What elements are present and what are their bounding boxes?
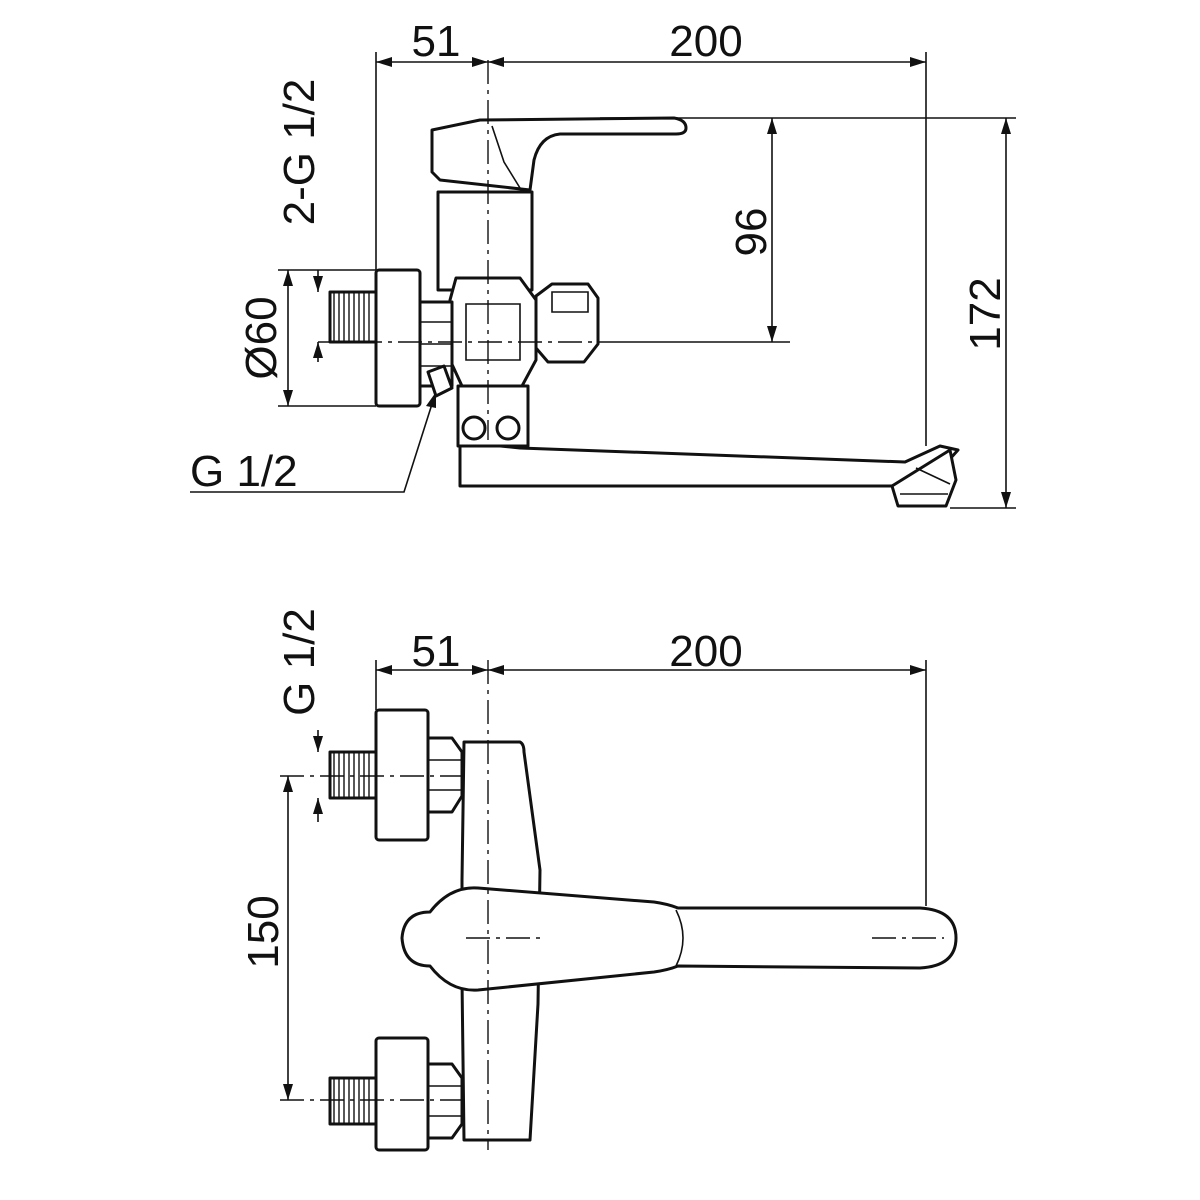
top-dim-150-label: 150 [239, 895, 288, 968]
side-body [436, 190, 534, 292]
side-thread-note: 2-G 1/2 [275, 79, 324, 362]
side-lever-handle [430, 116, 688, 192]
side-spout [458, 440, 960, 488]
top-thread-note-label: G 1/2 [275, 608, 324, 716]
top-thread-note: G 1/2 [275, 608, 324, 822]
top-dim-150: 150 [239, 776, 293, 1100]
side-hex-nut [448, 276, 538, 388]
side-dim-51-label: 51 [412, 17, 461, 66]
top-lower-flange [374, 1036, 430, 1152]
top-upper-nut [426, 736, 464, 814]
top-spout [400, 886, 958, 992]
top-lower-nut [426, 1062, 464, 1140]
side-dim-96-label: 96 [727, 208, 776, 257]
side-outlet-leader: G 1/2 [190, 392, 436, 496]
side-dim-d60: Ø60 [237, 270, 293, 406]
side-thread-note-label: 2-G 1/2 [275, 79, 324, 226]
side-dim-172: 172 [961, 118, 1011, 508]
top-dim-51-label: 51 [412, 627, 461, 676]
side-dim-96: 96 [727, 118, 777, 342]
side-hole-right [495, 415, 521, 441]
top-dim-200-label: 200 [669, 627, 742, 676]
side-dim-200-label: 200 [669, 17, 742, 66]
top-dim-200: 200 [488, 627, 926, 676]
top-upper-flange [374, 708, 430, 842]
side-outlet-leader-label: G 1/2 [190, 447, 298, 496]
side-thread-lines [333, 292, 370, 342]
side-dim-172-label: 172 [961, 277, 1010, 350]
side-dim-d60-label: Ø60 [237, 296, 286, 379]
side-outlet-stub [426, 364, 454, 398]
top-dim-51: 51 [376, 627, 488, 676]
side-view: 51 200 96 172 Ø60 [190, 17, 1016, 509]
side-hole-left [461, 415, 487, 441]
side-dim-51: 51 [376, 17, 488, 67]
side-flange [374, 268, 422, 408]
side-aerator [890, 448, 958, 508]
top-view: 51 200 150 G 1/2 [239, 608, 958, 1152]
side-dim-200: 200 [488, 17, 926, 67]
